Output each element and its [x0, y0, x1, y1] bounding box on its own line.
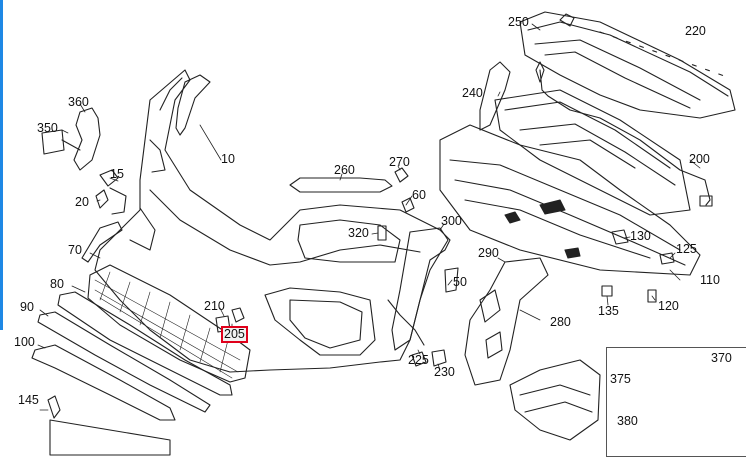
- side-bracket: [464, 257, 601, 441]
- callout-100[interactable]: 100: [14, 335, 35, 349]
- window-edge-accent: [0, 0, 3, 330]
- callout-320[interactable]: 320: [348, 226, 369, 240]
- callout-230[interactable]: 230: [434, 365, 455, 379]
- callout-270[interactable]: 270: [389, 155, 410, 169]
- callout-250[interactable]: 250: [508, 15, 529, 29]
- small-parts-center: [215, 167, 459, 367]
- callout-20[interactable]: 20: [75, 195, 89, 209]
- callout-225[interactable]: 225: [408, 353, 429, 367]
- lower-trim-strips: [31, 291, 233, 456]
- callout-300[interactable]: 300: [441, 214, 462, 228]
- callout-135[interactable]: 135: [598, 304, 619, 318]
- callout-260[interactable]: 260: [334, 163, 355, 177]
- callout-375[interactable]: 375: [610, 372, 631, 386]
- callout-360[interactable]: 360: [68, 95, 89, 109]
- callout-120[interactable]: 120: [658, 299, 679, 313]
- callout-240[interactable]: 240: [462, 86, 483, 100]
- callout-60[interactable]: 60: [412, 188, 426, 202]
- callout-350[interactable]: 350: [37, 121, 58, 135]
- callout-110[interactable]: 110: [700, 273, 720, 287]
- callout-70[interactable]: 70: [68, 243, 82, 257]
- callout-50[interactable]: 50: [453, 275, 467, 289]
- callout-15[interactable]: 15: [110, 167, 124, 181]
- callout-125[interactable]: 125: [676, 242, 697, 256]
- fasteners-right: [601, 229, 675, 303]
- underbody-panel: [439, 124, 701, 276]
- callout-380[interactable]: 380: [617, 414, 638, 428]
- callout-205-highlighted[interactable]: 205: [221, 326, 248, 343]
- bracket-360-350: [41, 107, 127, 215]
- callout-280[interactable]: 280: [550, 315, 571, 329]
- callout-370[interactable]: 370: [711, 351, 732, 365]
- callout-200[interactable]: 200: [689, 152, 710, 166]
- callout-90[interactable]: 90: [20, 300, 34, 314]
- callout-145[interactable]: 145: [18, 393, 39, 407]
- callout-10[interactable]: 10: [221, 152, 235, 166]
- lower-grille: [81, 221, 251, 383]
- bumper-cover: [94, 69, 451, 373]
- callout-210[interactable]: 210: [204, 299, 225, 313]
- callout-290[interactable]: 290: [478, 246, 499, 260]
- callout-220[interactable]: 220: [685, 24, 706, 38]
- callout-130[interactable]: 130: [630, 229, 651, 243]
- upper-crossmember: [519, 11, 736, 119]
- callout-80[interactable]: 80: [50, 277, 64, 291]
- bumper-carrier: [479, 61, 713, 216]
